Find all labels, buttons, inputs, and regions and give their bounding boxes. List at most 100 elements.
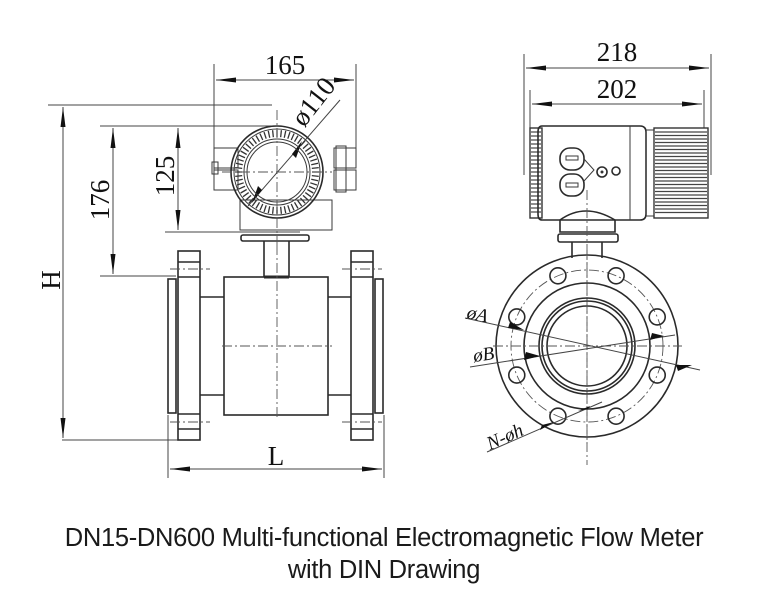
knurl-tick	[251, 137, 257, 145]
bolt-holes	[507, 266, 667, 426]
knurl-tick	[236, 158, 244, 162]
knurl-tick	[280, 206, 283, 214]
knurl-tick	[304, 192, 312, 198]
bolt-hole	[549, 407, 567, 426]
cooling-fins-left	[531, 131, 541, 213]
knurl-tick	[271, 206, 274, 214]
knurl-tick	[236, 182, 244, 186]
knurl-tick	[311, 166, 319, 169]
knurl-tick	[293, 135, 299, 143]
knurl-tick	[259, 133, 264, 141]
flange-face	[493, 250, 682, 444]
knurl-tick	[311, 162, 319, 166]
caption-line-1: DN15-DN600 Multi-functional Electromagne…	[64, 524, 704, 552]
converter-head	[211, 110, 357, 245]
knurl-tick	[235, 178, 243, 182]
knurl-tick	[242, 146, 250, 152]
left-flange	[167, 250, 210, 441]
knurl-tick	[240, 188, 248, 194]
front-view: 165 ø110 H 176 125	[36, 50, 385, 478]
knurl-tick	[263, 131, 267, 139]
dimension-H: H	[36, 107, 66, 438]
converter-side	[529, 125, 709, 465]
knurl-tick	[251, 199, 257, 207]
knurl-tick	[248, 140, 255, 147]
stem	[263, 241, 290, 279]
dim-label-dB: øB	[471, 343, 496, 367]
dim-label-N-dh: N-øh	[483, 420, 527, 455]
dimension-L: L	[167, 415, 385, 478]
dimension-dB: øB	[469, 333, 676, 368]
dimension-165: 165	[213, 50, 357, 185]
dimension-125: 125	[150, 128, 181, 230]
knurl-tick	[293, 201, 299, 209]
knurl-tick	[310, 158, 318, 162]
knurl-tick	[245, 194, 252, 201]
cooling-fins-right	[655, 131, 707, 214]
knurl-tick	[238, 154, 246, 159]
knurl-tick	[283, 206, 287, 214]
dim-label-202: 202	[597, 74, 638, 104]
bolt-hole	[507, 308, 526, 326]
dimension-218: 218	[523, 37, 712, 175]
ground-screw-icon	[596, 166, 608, 178]
knurl-tick	[248, 197, 255, 204]
knurl-tick	[290, 203, 295, 211]
dim-label-176: 176	[85, 180, 115, 221]
knurl-tick	[287, 131, 291, 139]
knurl-tick	[238, 185, 246, 190]
knurl-tick	[267, 206, 271, 214]
dim-label-125: 125	[150, 156, 180, 197]
knurl-tick	[304, 146, 312, 152]
knurl-tick	[240, 150, 248, 156]
knurl-tick	[280, 130, 283, 138]
knurl-tick	[242, 192, 250, 198]
knurl-tick	[271, 130, 274, 138]
bolt-hole	[507, 366, 526, 384]
dimension-dA: øA	[464, 302, 701, 371]
knurl-tick	[235, 166, 243, 169]
pipe-body	[200, 245, 351, 420]
knurl-tick	[311, 175, 319, 178]
right-flange	[342, 250, 384, 441]
caption-line-2: with DIN Drawing	[287, 556, 481, 584]
dim-label-dA: øA	[464, 302, 490, 327]
dimension-176: 176	[85, 128, 116, 274]
dim-label-218: 218	[597, 37, 638, 67]
cable-gland-bottom	[559, 173, 585, 197]
knurl-tick	[283, 130, 287, 138]
technical-drawing: 165 ø110 H 176 125	[36, 37, 712, 478]
knurl-tick	[302, 143, 309, 150]
bolt-hole	[648, 308, 667, 326]
dim-label-L: L	[268, 441, 285, 471]
knurl-tick	[287, 205, 291, 213]
bolt-hole	[607, 266, 625, 285]
terminal-icon	[611, 166, 621, 176]
knurl-tick	[235, 175, 243, 178]
knurl-tick	[235, 162, 243, 166]
knurl-tick	[290, 133, 295, 141]
dim-label-H: H	[36, 270, 66, 290]
knurl-tick	[267, 130, 271, 138]
dimension-202: 202	[529, 74, 705, 130]
bolt-hole	[549, 266, 567, 285]
knurl-tick	[306, 150, 314, 156]
caption: DN15-DN600 Multi-functional Electromagne…	[0, 522, 768, 586]
knurl-tick	[310, 182, 318, 186]
side-view: 218 202	[464, 37, 712, 465]
knurl-tick	[263, 205, 267, 213]
cable-gland-top	[559, 147, 585, 171]
knurl-tick	[297, 137, 303, 145]
knurl-tick	[245, 143, 252, 150]
knurl-tick	[255, 201, 261, 209]
knurl-tick	[259, 203, 264, 211]
knurl-tick	[255, 135, 261, 143]
knurl-tick	[306, 188, 314, 194]
dimension-bolt-holes: N-øh	[483, 401, 603, 455]
knurl-tick	[302, 194, 309, 201]
dim-label-165: 165	[265, 50, 306, 80]
knurl-tick	[299, 140, 306, 147]
knurl-tick	[308, 185, 316, 190]
knurl-tick	[308, 154, 316, 159]
knurl-tick	[311, 178, 319, 182]
